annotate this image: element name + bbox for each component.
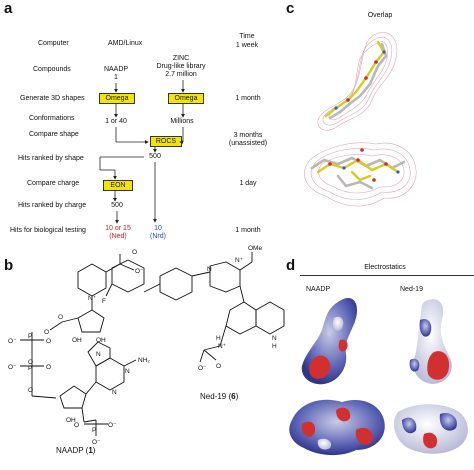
final-ned-label: (Ned) (109, 233, 127, 240)
svg-text:OMe: OMe (248, 245, 262, 252)
row-hits-shape: Hits ranked by shape (18, 155, 84, 162)
svg-text:O: O (46, 364, 51, 371)
svg-text:O⁻: O⁻ (8, 364, 17, 371)
svg-text:OH: OH (96, 337, 106, 344)
svg-text:O: O (216, 363, 221, 370)
svg-text:O: O (44, 329, 49, 336)
naadp-count: 1 (114, 74, 118, 81)
svg-text:O⁻: O⁻ (198, 365, 207, 372)
row-compounds: Compounds (33, 66, 71, 73)
final-nrd-label: (Nrd) (150, 233, 166, 240)
svg-text:O⁻: O⁻ (108, 422, 117, 429)
panel-letter-d: d (286, 257, 296, 274)
svg-text:H: H (272, 343, 277, 350)
svg-text:H: H (216, 335, 221, 342)
zinc-count: 2.7 million (165, 71, 197, 78)
final-ned-count: 10 or 15 (105, 225, 131, 232)
final-nrd-count: 10 (154, 225, 162, 232)
electrostatics-left-label: NAADP (306, 286, 331, 293)
svg-text:N⁺: N⁺ (218, 343, 227, 350)
naadp-label-text: NAADP ( (56, 446, 89, 455)
naadp-source: NAADP (103, 66, 129, 73)
header-time: Time (239, 33, 255, 40)
surface-naadp-bottom (289, 399, 385, 456)
svg-text:O: O (58, 314, 63, 321)
svg-text:O: O (132, 249, 137, 256)
header-platform: AMD/Linux (108, 40, 143, 47)
ned19-label-text: Ned-19 ( (200, 392, 232, 401)
time-generate: 1 month (235, 95, 261, 102)
panel-letter-c: c (286, 0, 295, 17)
panel-letter-a: a (4, 0, 13, 17)
row-hits-charge: Hits ranked by charge (18, 202, 87, 209)
svg-text:N⁺: N⁺ (88, 295, 97, 302)
electrostatics-title: Electrostatics (364, 264, 406, 271)
naadp-compound-number: 1 (88, 446, 93, 455)
svg-text:O: O (28, 387, 33, 394)
svg-text:P: P (92, 427, 96, 434)
zinc-library: Drug-like library (156, 63, 206, 70)
ned19-compound-number: 6 (231, 392, 236, 401)
svg-text:OH: OH (72, 337, 82, 344)
svg-text:N: N (112, 389, 117, 396)
svg-text:O⁻: O⁻ (8, 338, 17, 345)
electrostatics-divider (300, 275, 474, 276)
row-generate: Generate 3D shapes (20, 95, 85, 102)
svg-text:O⁻: O⁻ (135, 268, 144, 275)
row-hits-testing: Hits for biological testing (10, 227, 86, 234)
svg-text:NH₂: NH₂ (138, 357, 150, 364)
ned19-label-close: ) (235, 392, 239, 401)
row-conformations: Conformations (29, 115, 75, 122)
naadp-label: NAADP (1) (56, 446, 95, 455)
svg-text:N: N (272, 335, 277, 342)
panel-letter-b: b (4, 257, 14, 274)
svg-text:P: P (28, 333, 32, 340)
surface-naadp-top (301, 297, 358, 385)
header-time-value: 1 week (235, 42, 259, 49)
row-compare-charge: Compare charge (27, 180, 80, 187)
svg-text:O: O (46, 338, 51, 345)
eon-box: EON (103, 180, 133, 191)
zinc-title: ZINC (172, 55, 190, 62)
svg-text:O⁻: O⁻ (92, 439, 101, 446)
conformations-right: Millions (170, 118, 194, 125)
omega-box-left: Omega (99, 93, 135, 104)
svg-text:N: N (96, 351, 101, 358)
svg-text:O: O (28, 359, 33, 366)
svg-text:N: N (207, 266, 212, 273)
time-compare-charge: 1 day (239, 180, 257, 187)
svg-text:OH: OH (66, 417, 76, 424)
surface-ned19-top (409, 299, 452, 384)
svg-text:O: O (74, 422, 79, 429)
shape-hits: 500 (149, 153, 161, 160)
naadp-label-close: ) (92, 446, 96, 455)
surface-ned19-bottom (393, 404, 468, 454)
ned19-label: Ned-19 (6) (200, 392, 238, 401)
svg-text:F: F (102, 298, 106, 305)
row-compare-shape: Compare shape (29, 131, 79, 138)
overlap-title: Overlap (367, 12, 393, 19)
time-compare-shape: 3 months (233, 132, 263, 139)
conformations-left: 1 or 40 (105, 118, 127, 125)
electrostatics-right-label: Ned-19 (400, 286, 423, 293)
time-compare-shape-note: (unassisted) (228, 140, 268, 147)
svg-text:N: N (125, 368, 130, 375)
header-computer: Computer (38, 40, 69, 47)
svg-text:N⁺: N⁺ (235, 257, 244, 264)
time-hits-testing: 1 month (235, 227, 261, 234)
svg-text:P: P (28, 365, 32, 372)
charge-hits: 500 (111, 202, 123, 209)
omega-box-right: Omega (168, 93, 204, 104)
